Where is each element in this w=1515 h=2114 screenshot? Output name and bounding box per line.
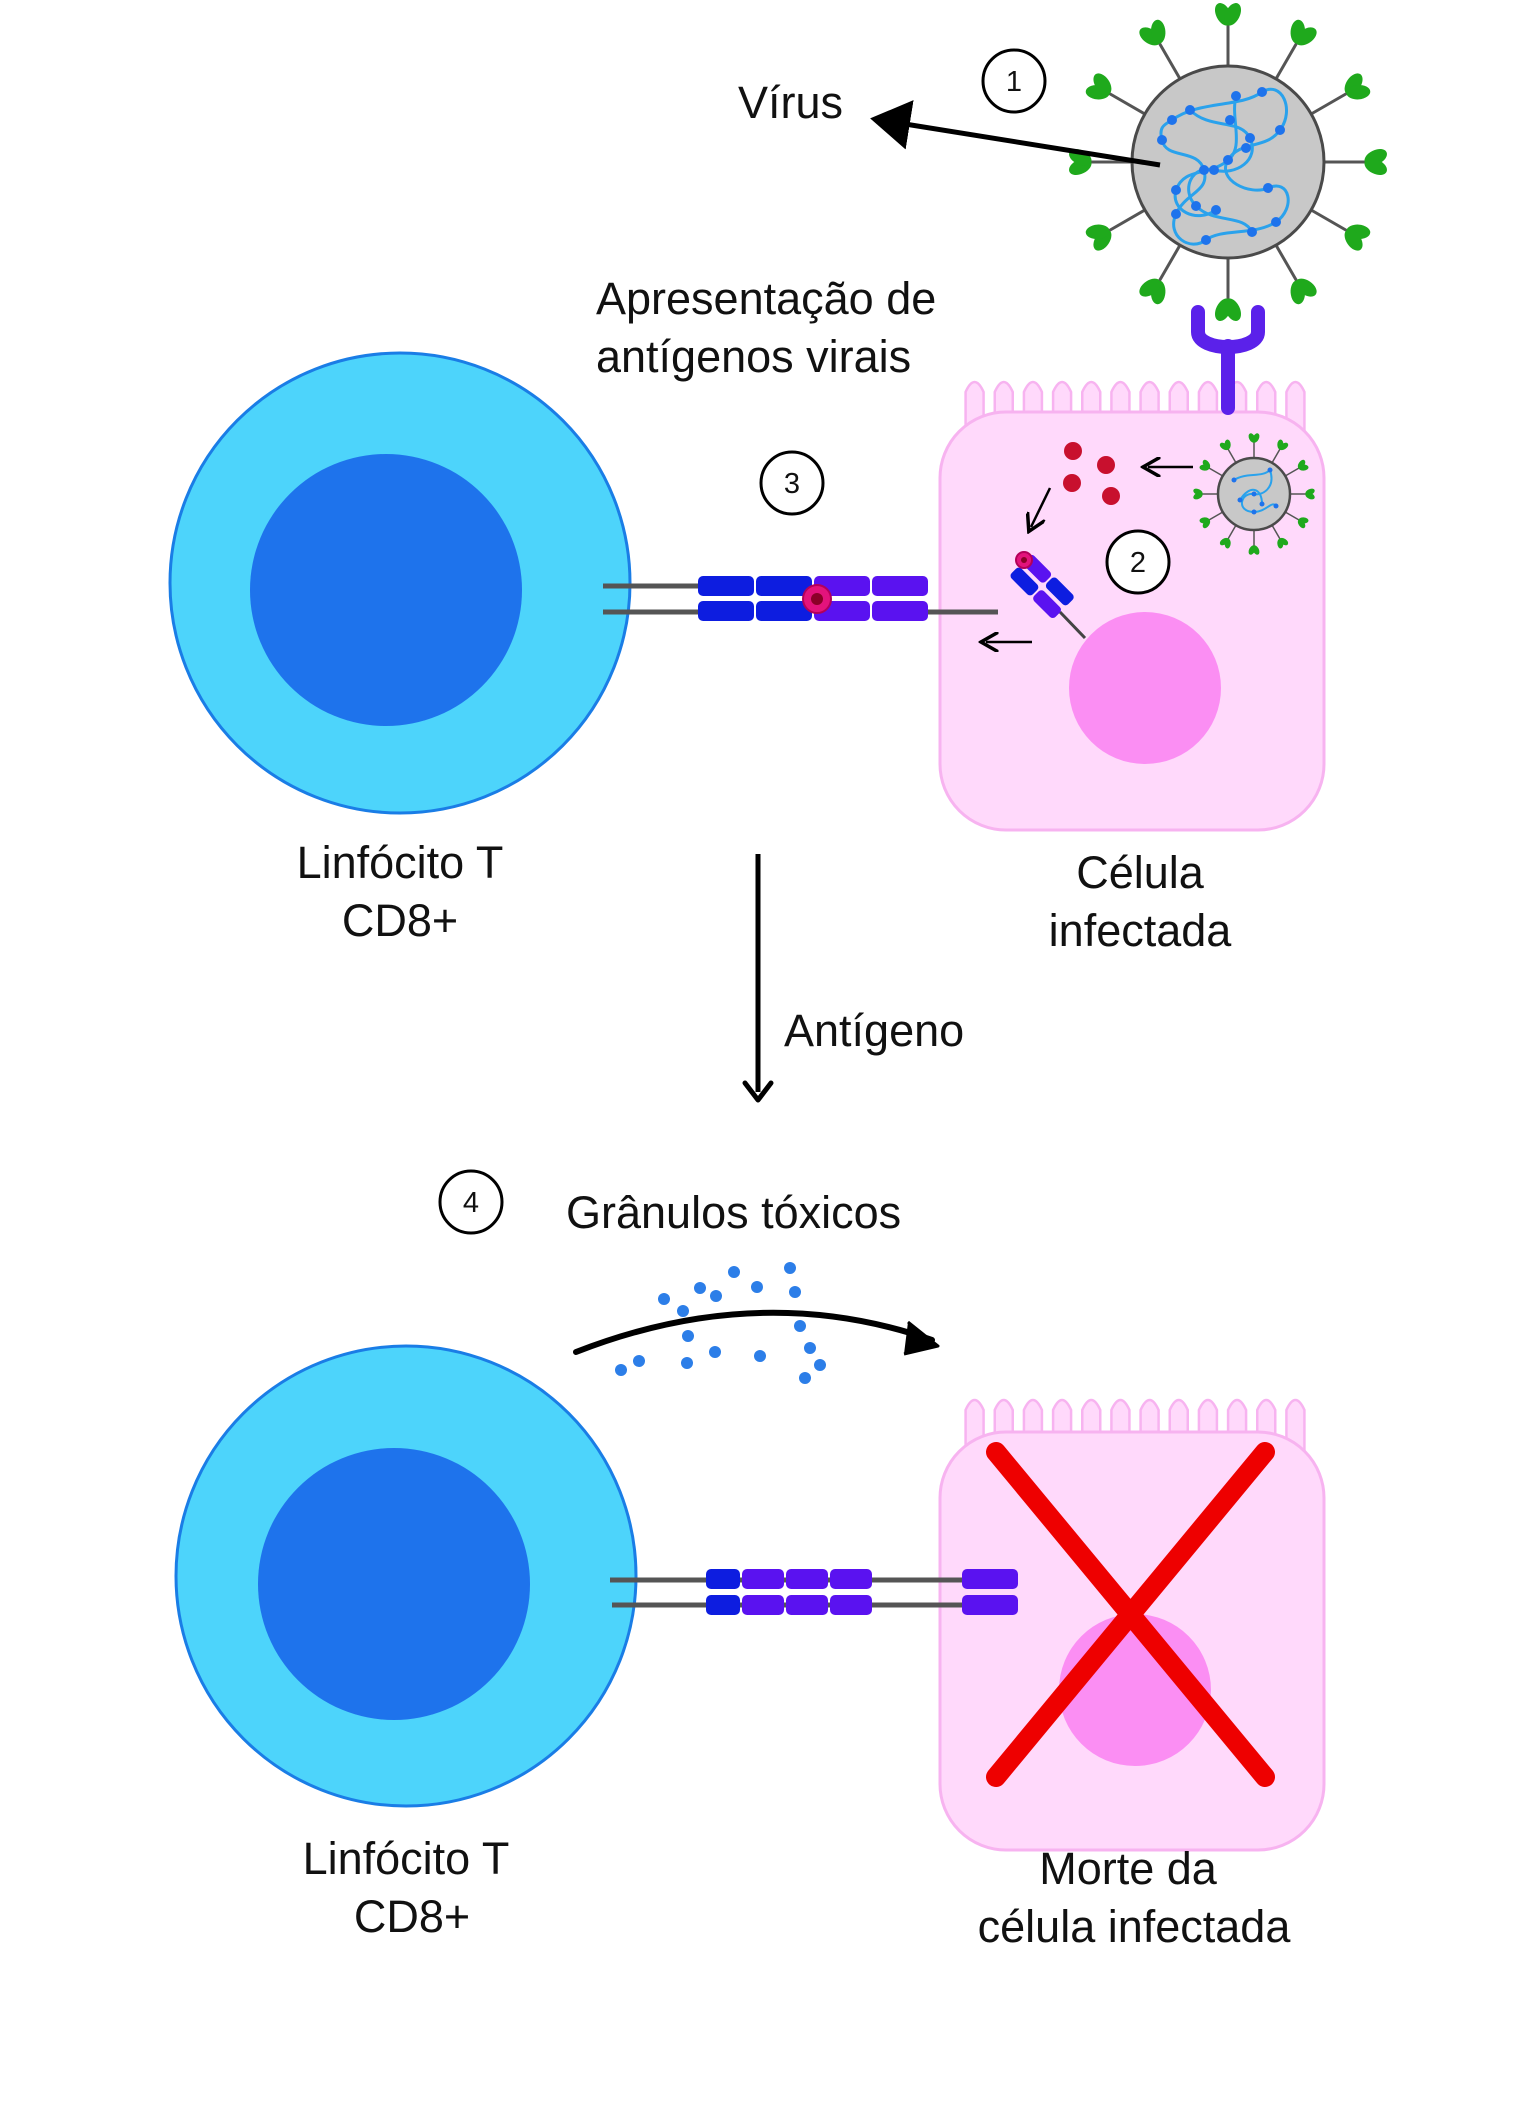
svg-text:1: 1 (1006, 66, 1022, 98)
processing-arrow (1031, 487, 1052, 527)
tcr-mhc-complex-top (603, 576, 998, 621)
cell-death-label-line2: célula infectada (978, 1901, 1292, 1952)
svg-text:4: 4 (463, 1187, 479, 1219)
spike-stalk (1157, 244, 1182, 283)
toxic-granules (615, 1262, 826, 1384)
viral-receptor (1191, 305, 1265, 415)
presentation-label-line1: Apresentação de (596, 273, 936, 324)
spike-stalk (1310, 91, 1349, 116)
cell-death-label-line1: Morte da (1039, 1843, 1218, 1894)
spike-stalk (1284, 511, 1300, 521)
spike-head (1214, 298, 1232, 321)
cell-nucleus (1069, 612, 1221, 764)
spike-head (1085, 224, 1110, 240)
spike-head (1224, 439, 1231, 450)
spike-head (1093, 73, 1112, 95)
virus-spikes (1069, 3, 1387, 321)
lymphocyte-t-cd8-top (168, 351, 632, 815)
tcr-mhc-complex-bottom (610, 1569, 1018, 1615)
infected-cell-label-line1: Célula (1076, 847, 1205, 898)
infected-cell-top (938, 380, 1326, 832)
spike-head (1202, 459, 1211, 469)
antigen-label: Antígeno (784, 1005, 964, 1056)
spike-head (1139, 278, 1161, 297)
viral-rna-nodes (1157, 87, 1285, 245)
spike-stalk (1274, 41, 1299, 80)
spike-head (1150, 19, 1166, 44)
spike-head (1193, 488, 1203, 496)
lymphocyte-t-cd8-bottom (174, 1344, 638, 1808)
virus-large (1069, 3, 1387, 321)
lymphocyte-top-label-line1: Linfócito T (297, 837, 504, 888)
lymphocyte-top-label-line2: CD8+ (342, 895, 458, 946)
spike-head (1297, 519, 1306, 529)
cell-death-x-icon (986, 1442, 1275, 1787)
lymphocyte-bottom-label-line2: CD8+ (354, 1891, 470, 1942)
spike-head (1199, 517, 1210, 524)
spike-stalk (1271, 524, 1281, 540)
step-4-marker: 4 (438, 1169, 504, 1235)
svg-text:2: 2 (1130, 547, 1146, 579)
spike-stalk (1284, 467, 1300, 477)
step-3-marker: 3 (759, 450, 825, 516)
spike-head (1298, 464, 1309, 471)
spike-head (1305, 492, 1315, 500)
spike-head (1277, 538, 1284, 549)
spike-stalk (1157, 41, 1182, 80)
spike-stalk (1107, 91, 1146, 116)
step-2-marker: 2 (1105, 529, 1171, 595)
spike-stalk (1208, 467, 1224, 477)
spike-head (1279, 442, 1289, 451)
spike-stalk (1227, 524, 1237, 540)
presentation-label-line2: antígenos virais (596, 331, 911, 382)
spike-head (1295, 27, 1317, 46)
antigen-particles (1063, 442, 1120, 505)
virus-label: Vírus (738, 77, 843, 128)
spike-head (1344, 229, 1363, 251)
spike-stalk (1274, 244, 1299, 283)
spike-head (1224, 3, 1242, 26)
spike-stalk (1271, 448, 1281, 464)
spike-head (1290, 280, 1306, 305)
spike-head (1346, 84, 1371, 100)
svg-text:3: 3 (784, 468, 800, 500)
granule-release-arrow (573, 1309, 935, 1355)
step-1-marker: 1 (981, 48, 1047, 114)
virus-small (1193, 433, 1315, 555)
virus-pointer-arrow (870, 100, 1161, 168)
spike-stalk (1107, 208, 1146, 233)
spike-head (1252, 433, 1260, 443)
infected-cell-label-line2: infectada (1049, 905, 1233, 956)
spike-stalk (1227, 448, 1237, 464)
mhc-loading-complex (1010, 551, 1087, 640)
virus-spikes (1193, 433, 1315, 555)
spike-head (1219, 537, 1229, 546)
lymphocyte-bottom-label-line1: Linfócito T (303, 1833, 510, 1884)
spike-head (1364, 158, 1387, 176)
spike-stalk (1310, 208, 1349, 233)
spike-stalk (1208, 511, 1224, 521)
spike-head (1248, 545, 1256, 555)
toxic-granules-label: Grânulos tóxicos (566, 1187, 901, 1238)
